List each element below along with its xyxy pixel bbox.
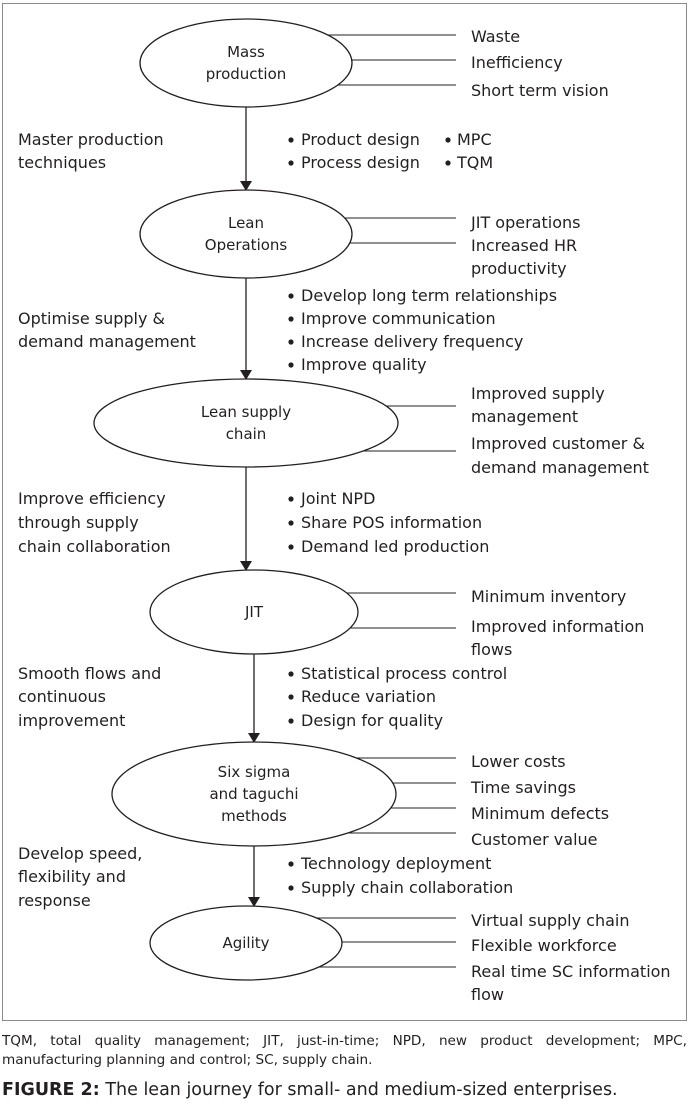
stage-outcome: flows — [471, 640, 512, 659]
transition-bullet: Demand led production — [301, 537, 489, 556]
transition-label: continuous — [18, 687, 106, 706]
transition-bullet: Share POS information — [301, 513, 482, 532]
stage-node-jit — [149, 569, 359, 655]
transition-label: techniques — [18, 153, 106, 172]
bullet-dot — [445, 137, 451, 143]
figure-label: FIGURE 2: — [2, 1080, 100, 1100]
transition-bullet: Reduce variation — [301, 687, 436, 706]
stage-outcome: Customer value — [471, 830, 598, 849]
stage-label: Lean supply — [201, 403, 291, 421]
transition-bullet: Improve communication — [301, 309, 496, 328]
transition-bullet: Joint NPD — [300, 489, 375, 508]
bullet-dot — [288, 885, 294, 891]
transition-label: flexibility and — [18, 867, 126, 886]
stage-outcome: Lower costs — [471, 752, 566, 771]
bullet-dot — [288, 694, 294, 700]
stage-outcome: Flexible workforce — [471, 936, 617, 955]
stage-label: Lean — [228, 214, 264, 232]
stage-outcome: demand management — [471, 458, 649, 477]
transition-bullet: Supply chain collaboration — [301, 878, 513, 897]
stage-outcome: productivity — [471, 259, 567, 278]
bullet-dot — [288, 137, 294, 143]
transition-label: response — [18, 891, 91, 910]
transition-label: through supply — [18, 513, 139, 532]
stage-outcome: management — [471, 407, 578, 426]
transition-bullet: MPC — [457, 130, 492, 149]
bullet-dot — [288, 160, 294, 166]
stage-label: Mass — [227, 43, 265, 61]
stage-node-mass — [139, 18, 353, 108]
stage-label: and taguchi — [209, 785, 298, 803]
stage-outcome: Increased HR — [471, 236, 577, 255]
stage-label: JIT — [244, 603, 264, 621]
stage-outcome: Minimum defects — [471, 804, 609, 823]
stage-outcome: Minimum inventory — [471, 587, 626, 606]
bullet-dot — [288, 861, 294, 867]
transition-bullet: TQM — [456, 153, 493, 172]
transition-bullet: Product design — [301, 130, 420, 149]
transition-label: chain collaboration — [18, 537, 171, 556]
transition-bullet: Technology deployment — [300, 854, 491, 873]
stage-label: Agility — [222, 934, 269, 952]
abbreviations-note: TQM, total quality management; JIT, just… — [2, 1033, 687, 1068]
diagram-frame — [2, 3, 687, 1021]
transition-label: Develop speed, — [18, 844, 142, 863]
stage-outcome: Short term vision — [471, 81, 609, 100]
stage-node-six-sigma — [111, 741, 397, 847]
stage-outcome: Inefficiency — [471, 53, 563, 72]
transition-bullet: Process design — [301, 153, 420, 172]
stage-label: chain — [226, 425, 267, 443]
stage-outcome: Improved supply — [471, 384, 605, 403]
stage-node-lean-ops — [139, 189, 353, 279]
stage-node-lean-sc — [93, 378, 399, 468]
stage-label: Six sigma — [218, 763, 291, 781]
transition-bullet: Increase delivery frequency — [301, 332, 523, 351]
stage-label: Operations — [205, 236, 288, 254]
transition-bullet: Design for quality — [301, 711, 443, 730]
stage-outcome: Waste — [471, 27, 520, 46]
stage-outcome: Virtual supply chain — [471, 911, 629, 930]
figure-title: FIGURE 2: The lean journey for small- an… — [2, 1080, 689, 1100]
stage-outcome: Improved information — [471, 617, 644, 636]
bullet-dot — [445, 160, 451, 166]
bullet-dot — [288, 718, 294, 724]
figure-caption: TQM, total quality management; JIT, just… — [0, 1032, 691, 1100]
transition-label: Optimise supply & — [18, 309, 165, 328]
stage-outcome: Real time SC information — [471, 962, 671, 981]
stage-label: methods — [221, 807, 287, 825]
stage-label: production — [206, 65, 287, 83]
transition-label: demand management — [18, 332, 196, 351]
bullet-dot — [288, 362, 294, 368]
transition-label: Smooth flows and — [18, 664, 161, 683]
transition-label: improvement — [18, 711, 125, 730]
stage-outcome: JIT operations — [470, 213, 580, 232]
transition-label: Master production — [18, 130, 164, 149]
stage-outcome: Time savings — [470, 778, 576, 797]
bullet-dot — [288, 520, 294, 526]
bullet-dot — [288, 339, 294, 345]
bullet-dot — [288, 544, 294, 550]
bullet-dot — [288, 671, 294, 677]
transition-bullet: Statistical process control — [301, 664, 507, 683]
bullet-dot — [288, 293, 294, 299]
figure-title-text: The lean journey for small- and medium-s… — [105, 1080, 618, 1100]
stage-outcome: Improved customer & — [471, 434, 645, 453]
bullet-dot — [288, 316, 294, 322]
transition-bullet: Develop long term relationships — [301, 286, 557, 305]
transition-bullet: Improve quality — [301, 355, 427, 374]
stage-outcome: flow — [471, 985, 504, 1004]
transition-label: Improve efficiency — [18, 489, 166, 508]
stage-node-agility — [149, 905, 343, 981]
bullet-dot — [288, 496, 294, 502]
